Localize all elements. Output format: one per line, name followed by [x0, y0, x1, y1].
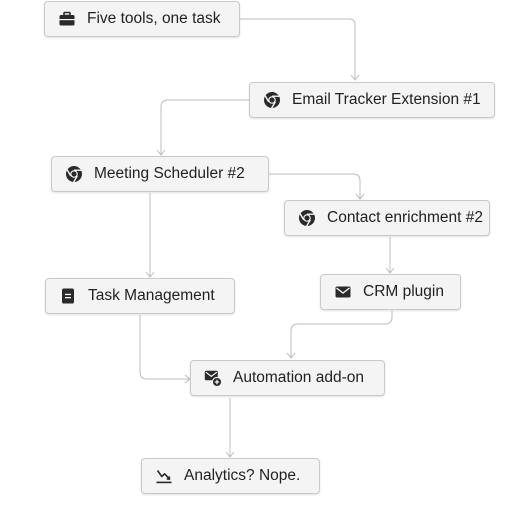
- node-label: Analytics? Nope.: [184, 467, 301, 484]
- arrowhead: [156, 149, 166, 156]
- node-label: Task Management: [88, 287, 215, 304]
- arrowhead: [225, 451, 235, 458]
- chrome-icon: [262, 90, 282, 110]
- node-meeting-scheduler[interactable]: Meeting Scheduler #2: [51, 156, 269, 192]
- node-label: Automation add-on: [233, 369, 364, 386]
- node-five-tools[interactable]: Five tools, one task: [44, 1, 240, 37]
- arrowhead: [355, 193, 365, 200]
- chrome-icon: [297, 208, 317, 228]
- document-icon: [58, 286, 78, 306]
- node-crm-plugin[interactable]: CRM plugin: [320, 274, 461, 310]
- envelope-icon: [333, 282, 353, 302]
- chrome-icon: [64, 164, 84, 184]
- arrowhead: [350, 74, 360, 81]
- node-analytics[interactable]: Analytics? Nope.: [141, 458, 320, 494]
- edge-task-management-to-automation-addon: [139, 315, 190, 380]
- node-task-management[interactable]: Task Management: [45, 278, 235, 314]
- edge-meeting-scheduler-to-contact-enrichment: [269, 173, 361, 199]
- arrowhead: [385, 267, 395, 274]
- node-contact-enrichment[interactable]: Contact enrichment #2: [284, 200, 490, 236]
- node-email-tracker[interactable]: Email Tracker Extension #1: [249, 82, 495, 118]
- node-label: Meeting Scheduler #2: [94, 165, 245, 182]
- briefcase-icon: [57, 9, 77, 29]
- chart-down-icon: [154, 466, 174, 486]
- node-label: Five tools, one task: [87, 10, 221, 27]
- arrowhead: [286, 352, 296, 359]
- edge-five-tools-to-email-tracker: [240, 18, 356, 80]
- edge-email-tracker-to-meeting-scheduler: [160, 99, 249, 155]
- node-label: Email Tracker Extension #1: [292, 91, 481, 108]
- node-label: Contact enrichment #2: [327, 209, 483, 226]
- node-label: CRM plugin: [363, 283, 444, 300]
- mail-plus-icon: [203, 368, 223, 388]
- arrowhead: [145, 271, 155, 278]
- edge-crm-plugin-to-automation-addon: [290, 311, 393, 358]
- node-automation-addon[interactable]: Automation add-on: [190, 360, 385, 396]
